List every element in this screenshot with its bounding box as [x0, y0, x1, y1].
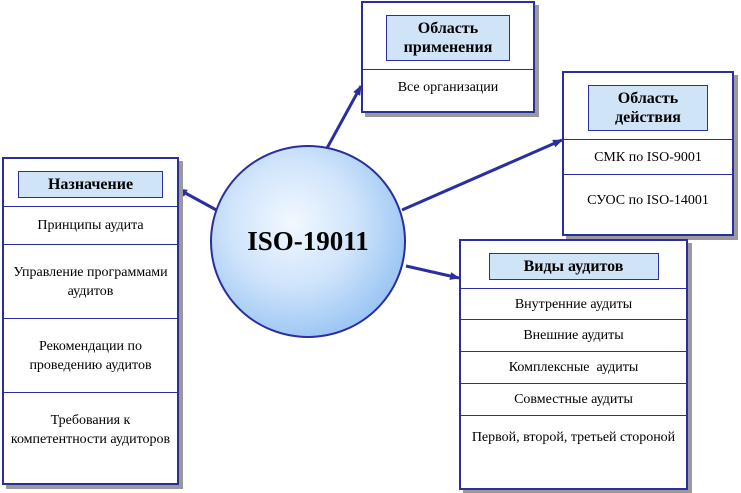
standard-circle: ISO-19011	[210, 145, 406, 338]
action-item: СМК по ISO-9001	[564, 139, 732, 174]
action-box: Область действия СМК по ISO-9001 СУОС по…	[562, 71, 734, 236]
purpose-title: Назначение	[18, 171, 163, 198]
scope-item: Все организации	[363, 69, 533, 104]
audit-type-item: Первой, второй, третьей стороной	[461, 415, 686, 459]
purpose-item: Принципы аудита	[4, 206, 177, 244]
purpose-item: Управление программами аудитов	[4, 244, 177, 318]
audit-type-item: Комплексные аудиты	[461, 351, 686, 383]
arrow-to-scope	[324, 85, 363, 151]
audit-types-box: Виды аудитов Внутренние аудиты Внешние а…	[459, 239, 688, 490]
arrow-to-action	[401, 138, 563, 212]
scope-title: Область применения	[386, 15, 510, 61]
audit-types-title: Виды аудитов	[488, 253, 659, 280]
audit-type-item: Внутренние аудиты	[461, 288, 686, 319]
action-item: СУОС по ISO-14001	[564, 174, 732, 225]
audit-type-item: Совместные аудиты	[461, 383, 686, 415]
purpose-item: Требования к компетентности аудиторов	[4, 392, 177, 467]
purpose-box: Назначение Принципы аудита Управление пр…	[2, 157, 179, 485]
arrow-to-purpose	[177, 187, 221, 214]
scope-box: Область применения Все организации	[361, 1, 535, 113]
arrow-to-audit-types	[405, 264, 460, 280]
purpose-item: Рекомендации по проведению аудитов	[4, 318, 177, 392]
audit-type-item: Внешние аудиты	[461, 319, 686, 351]
action-title: Область действия	[588, 85, 708, 131]
standard-label: ISO-19011	[247, 226, 369, 256]
